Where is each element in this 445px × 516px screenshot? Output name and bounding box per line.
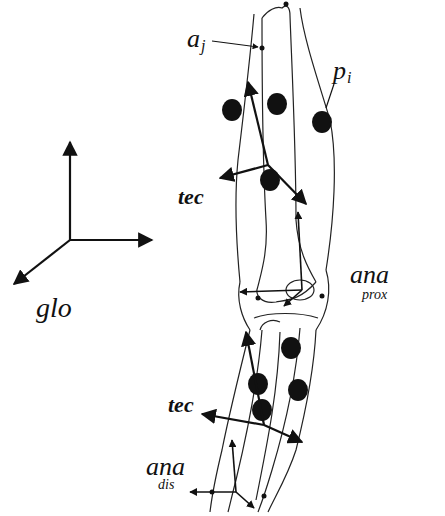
frame-subscript: prox [362, 288, 387, 302]
leg-outline [210, 6, 334, 512]
global-frame [14, 142, 152, 284]
proximal-anatomical-frame [240, 212, 302, 306]
frame-label: glo [36, 294, 72, 322]
frame-label: ana [350, 262, 389, 288]
point-subscript: i [347, 70, 351, 86]
frame-label: tec [178, 186, 204, 208]
shank-technical-frame [202, 332, 302, 442]
frame-label: ana [146, 454, 185, 480]
point-label: a [187, 26, 200, 52]
point-label: p [333, 58, 346, 84]
frame-subscript: dis [158, 478, 174, 492]
distal-anatomical-frame [190, 440, 254, 508]
frame-label: tec [168, 394, 194, 416]
landmark-dots [210, 2, 325, 499]
skin-markers [222, 93, 332, 421]
leader-lines [212, 41, 334, 108]
thigh-technical-frame [220, 82, 306, 204]
point-subscript: j [201, 38, 205, 54]
